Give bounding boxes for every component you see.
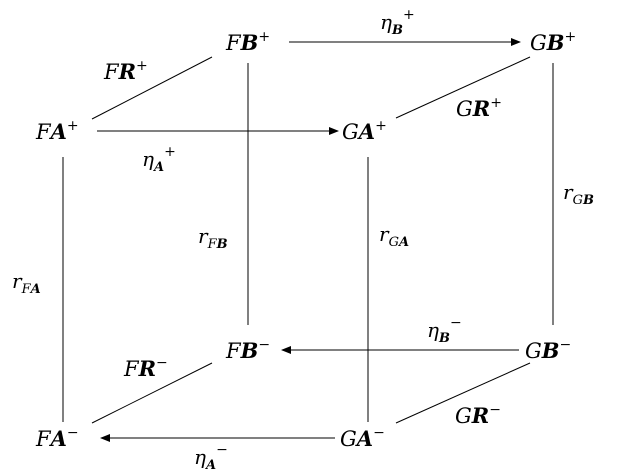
label-r-GB: rGB: [563, 180, 594, 208]
node-GB-plus: GB+: [530, 29, 576, 55]
label-eta-A-plus: ηA+: [142, 144, 176, 175]
label-eta-A-minus: ηA−: [194, 442, 228, 473]
label-r-FB: rFB: [198, 224, 228, 252]
node-GA-plus: GA+: [342, 118, 387, 144]
label-eta-B-minus: ηB−: [427, 315, 462, 346]
label-eta-B-plus: ηB+: [380, 7, 415, 38]
node-GB-minus: GB−: [525, 337, 571, 363]
node-FA-plus: FA+: [35, 118, 79, 144]
edge-GR-minus: [395, 362, 531, 424]
edge-FR-plus: [91, 56, 213, 120]
edge-FR-minus: [91, 362, 213, 424]
label-r-GA: rGA: [379, 222, 409, 250]
node-FB-minus: FB−: [225, 337, 270, 363]
node-GA-minus: GA−: [340, 425, 385, 451]
label-FR-plus: FR+: [103, 58, 148, 84]
node-FA-minus: FA−: [35, 425, 79, 451]
label-GR-plus: GR+: [456, 95, 502, 121]
label-r-FA: rFA: [12, 269, 41, 297]
label-FR-minus: FR−: [123, 355, 168, 381]
edge-GR-plus: [395, 56, 531, 119]
label-GR-minus: GR−: [455, 402, 501, 428]
node-FB-plus: FB+: [225, 29, 270, 55]
